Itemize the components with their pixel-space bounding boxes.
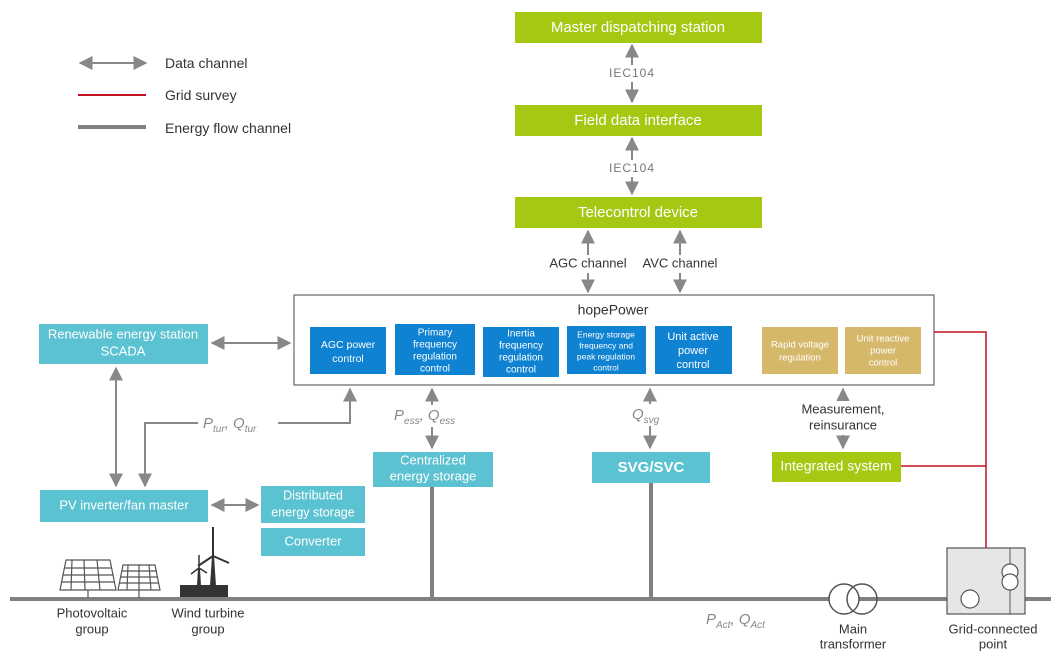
- module-inertia-l1: Inertia: [507, 329, 535, 340]
- pv-panel-icon: [59, 559, 161, 598]
- centralized-storage-box: [373, 452, 493, 487]
- master-dispatching-box: [515, 12, 762, 43]
- converter-label: Converter: [284, 533, 342, 548]
- transformer-icon: [828, 583, 878, 615]
- module-inertia-l3: regulation: [499, 353, 543, 364]
- wind-group-l1: Wind turbine: [172, 605, 245, 620]
- module-agc-l2: control: [332, 353, 364, 365]
- master-label: Master dispatching station: [551, 19, 725, 36]
- integrated-system-box: [772, 452, 901, 482]
- module-primary-l3: regulation: [413, 352, 457, 363]
- legend: Data channel Grid survey Energy flow cha…: [78, 55, 291, 136]
- module-agc-l1: AGC power: [321, 339, 376, 351]
- legend-energy-flow: Energy flow channel: [165, 120, 291, 136]
- module-active-l2: power: [678, 345, 708, 357]
- grid-survey-line-1: [934, 331, 987, 548]
- integrated-label: Integrated system: [780, 458, 891, 474]
- module-rapid-l1: Rapid voltage: [771, 340, 829, 351]
- module-es-l3: peak regulation: [577, 351, 635, 361]
- field-data-interface-box: [515, 105, 762, 136]
- p-ess-label: Pess, Qess: [394, 407, 455, 427]
- pv-inverter-label: PV inverter/fan master: [59, 497, 189, 512]
- module-inertia-l4: control: [506, 365, 536, 376]
- central-l2: energy storage: [390, 468, 477, 483]
- measure-l1: Measurement,: [801, 401, 884, 416]
- measure-l2: reinsurance: [809, 417, 877, 432]
- wind-group-l2: group: [191, 621, 224, 636]
- dist-l1: Distributed: [283, 488, 343, 502]
- module-es-l4: control: [593, 362, 619, 372]
- distributed-storage-box: [261, 486, 365, 523]
- telecontrol-box: [515, 197, 762, 228]
- module-reactive-l1: Unit reactive: [857, 334, 910, 345]
- scada-l2: SCADA: [101, 343, 146, 358]
- agc-channel-label: AGC channel: [549, 255, 626, 270]
- grid-point-icon: [946, 547, 1026, 615]
- avc-channel-label: AVC channel: [643, 255, 718, 270]
- dist-l2: energy storage: [271, 505, 354, 519]
- q-svg-label: Qsvg: [632, 406, 660, 426]
- module-rapid-l2: regulation: [779, 353, 821, 364]
- module-reactive-l2: power: [870, 346, 896, 357]
- module-inertia-frequency: [483, 327, 559, 377]
- legend-grid-survey: Grid survey: [165, 87, 237, 103]
- svg-svc-label: SVG/SVC: [618, 459, 685, 476]
- main-transformer-l2: transformer: [820, 636, 887, 651]
- scada-box: [39, 324, 208, 364]
- p-tur-label: Ptur, Qtur: [203, 415, 257, 435]
- module-es-l1: Energy storage: [577, 329, 635, 339]
- scada-l1: Renewable energy station: [48, 326, 198, 341]
- module-agc-power: [310, 327, 386, 374]
- telecontrol-label: Telecontrol device: [578, 204, 698, 221]
- module-active-l3: control: [676, 359, 709, 371]
- iec104-label-1: IEC104: [609, 66, 655, 80]
- grid-point-l2: point: [979, 636, 1008, 651]
- module-rapid-voltage: [762, 327, 838, 374]
- module-primary-frequency: [395, 324, 475, 375]
- module-energy-storage-frequency: [567, 326, 646, 374]
- module-reactive-l3: control: [869, 358, 898, 369]
- main-transformer-l1: Main: [839, 621, 867, 636]
- wind-turbine-icon: [180, 527, 230, 597]
- module-primary-l2: frequency: [413, 340, 457, 351]
- p-act-label: PAct, QAct: [706, 611, 766, 631]
- pv-group-l1: Photovoltaic: [57, 605, 128, 620]
- field-label: Field data interface: [574, 112, 702, 129]
- pv-inverter-box: [40, 490, 208, 522]
- module-primary-l4: control: [420, 364, 450, 375]
- converter-box: [261, 528, 365, 556]
- iec104-label-2: IEC104: [609, 161, 655, 175]
- legend-data-channel: Data channel: [165, 55, 248, 71]
- module-unit-active-power: [655, 326, 732, 374]
- central-l1: Centralized: [400, 452, 466, 467]
- module-es-l2: frequency and: [579, 340, 633, 350]
- module-inertia-l2: frequency: [499, 341, 543, 352]
- module-primary-l1: Primary: [418, 328, 452, 339]
- pv-group-l2: group: [75, 621, 108, 636]
- module-active-l1: Unit active: [667, 331, 718, 343]
- module-unit-reactive-power: [845, 327, 921, 374]
- svg-svc-box: [592, 452, 710, 483]
- pv-hope-arrow: [138, 387, 357, 488]
- grid-point-l1: Grid-connected: [949, 621, 1038, 636]
- hopepower-title: hopePower: [578, 302, 649, 318]
